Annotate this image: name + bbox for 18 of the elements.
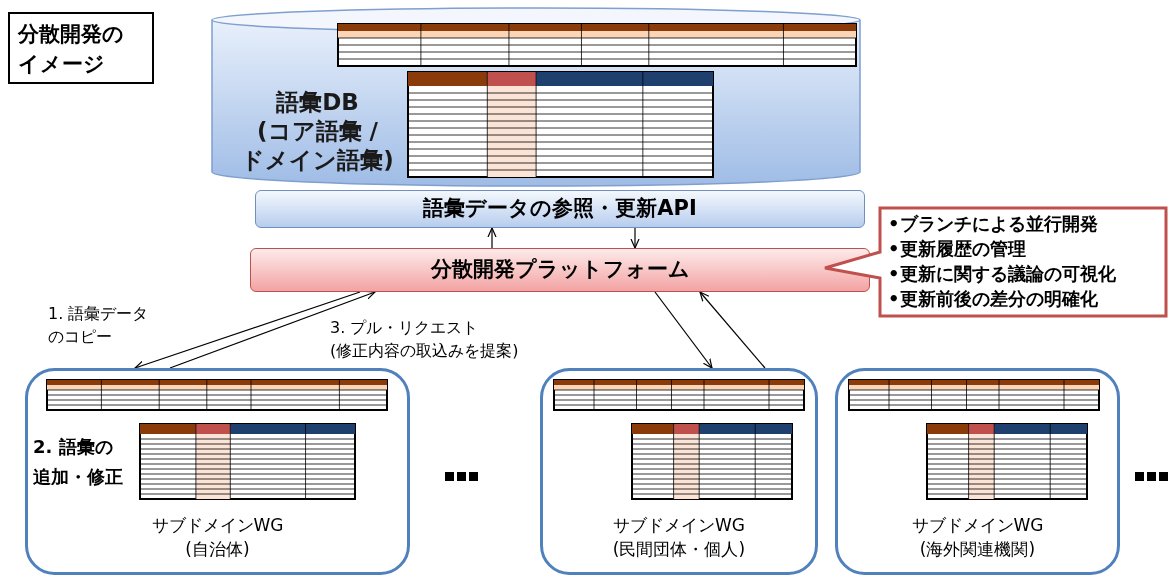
arrow (134, 291, 361, 370)
group-label: サブドメインWG (海外関連機関) (910, 514, 1045, 561)
database-label: 語彙DB (コア語彙 / ドメイン語彙) (240, 88, 395, 175)
group-label: サブドメインWG (民間団体・個人) (611, 514, 747, 561)
arrow (630, 227, 640, 249)
group-label: サブドメインWG (自治体) (150, 514, 285, 561)
step-label: 2. 語彙の追加・修正 (33, 435, 124, 489)
arrow (487, 227, 497, 249)
bullet-item: •更新前後の差分の明確化 (888, 287, 1098, 311)
arrow (699, 291, 766, 369)
arrow (654, 291, 713, 369)
bullet-item: •更新履歴の管理 (888, 237, 1026, 261)
platform-box: 分散開発プラットフォーム (250, 248, 870, 292)
api-box: 語彙データの参照・更新API (255, 190, 865, 228)
arrow (169, 290, 376, 369)
bullet-item: •ブランチによる並行開発 (888, 212, 1098, 236)
title-box: 分散開発のイメージ (8, 12, 154, 84)
bullet-item: •更新に関する議論の可視化 (888, 262, 1116, 286)
